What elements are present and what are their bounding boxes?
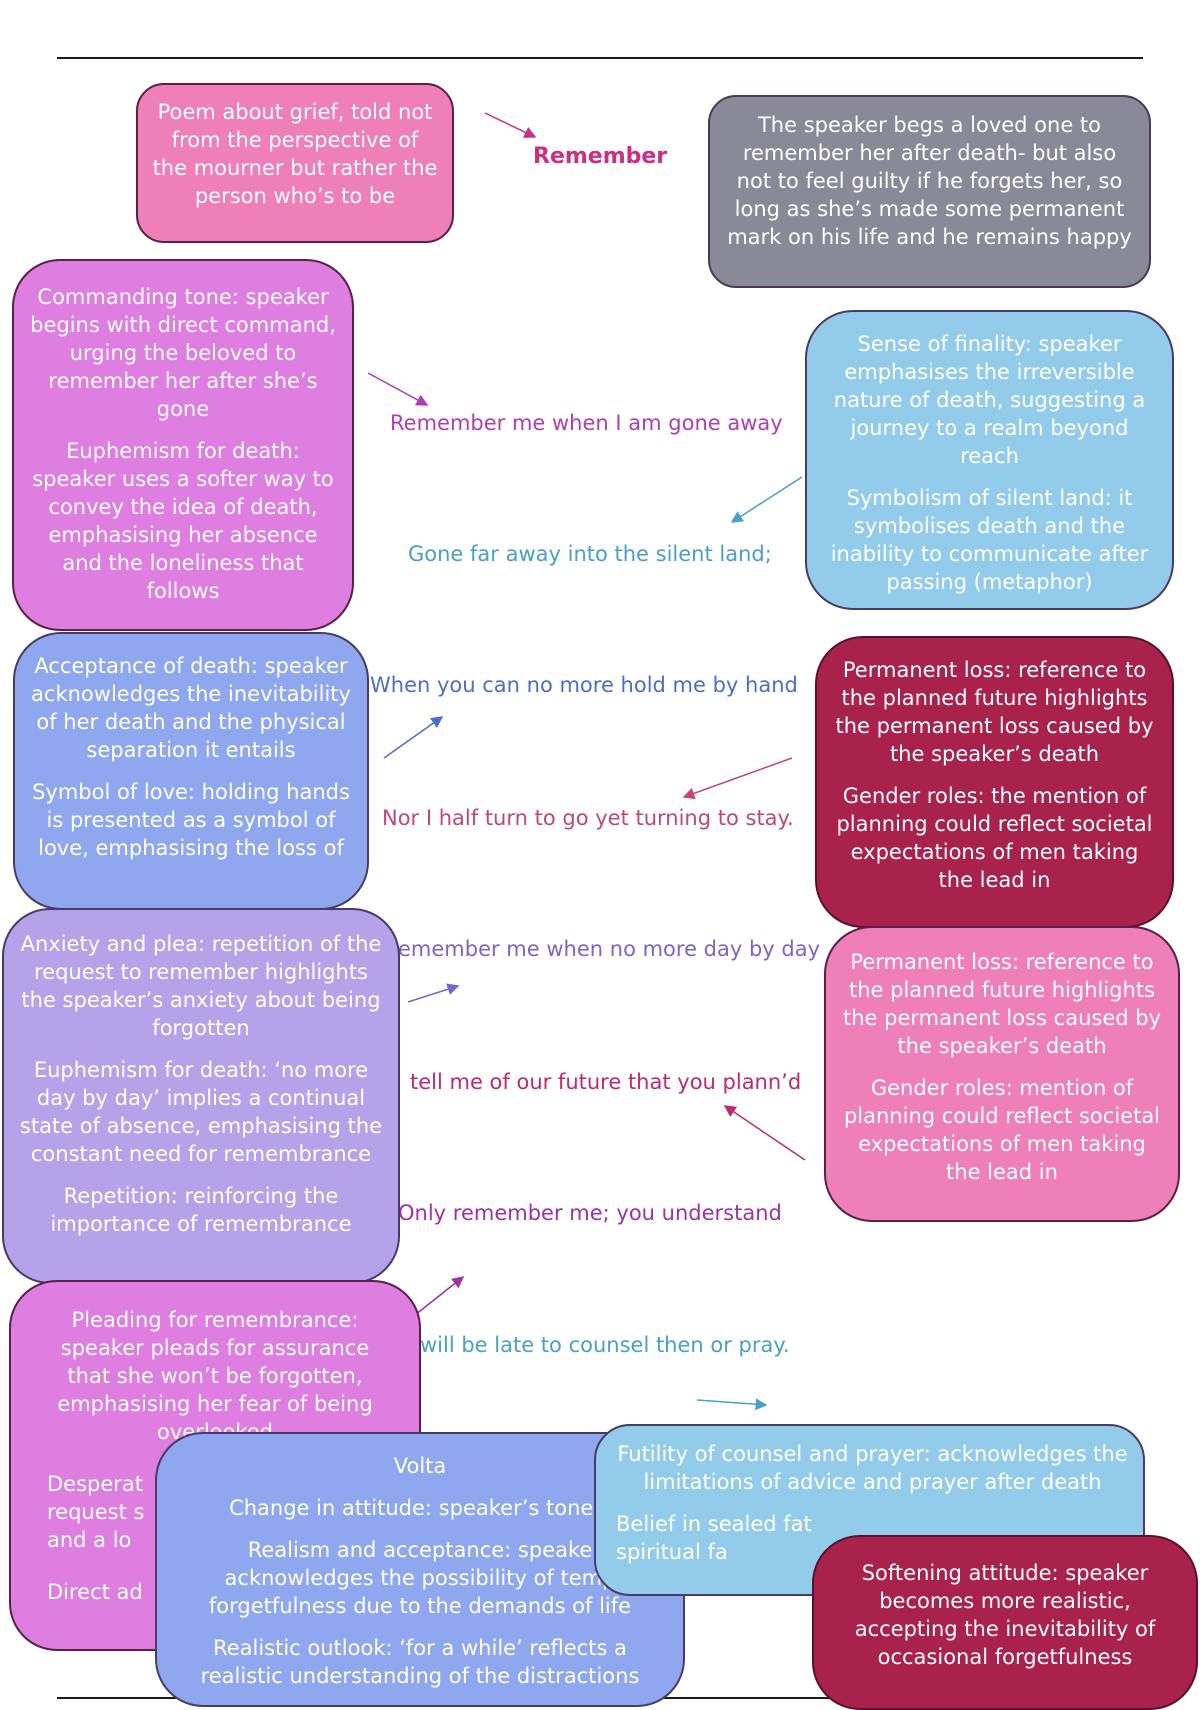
annotation-9-note-2: Belief in sealed fat spiritual fa (616, 1512, 812, 1564)
poem-line-8: will be late to counsel then or pray. (420, 1333, 790, 1357)
annotation-5-note-3: Repetition: reinforcing the importance o… (50, 1184, 352, 1236)
annotation-box-2: Sense of finality: speaker emphasises th… (805, 310, 1174, 610)
annotation-box-3: Acceptance of death: speaker acknowledge… (13, 632, 369, 910)
annotation-6-note-1: Permanent loss: reference to the planned… (842, 950, 1161, 1058)
volta-heading: Volta (393, 1454, 447, 1478)
annotation-1-note-2: Euphemism for death: speaker uses a soft… (32, 439, 334, 603)
annotation-box-6: Permanent loss: reference to the planned… (824, 926, 1180, 1222)
annotation-7-note-3: Direct ad (47, 1580, 143, 1604)
annotation-4-note-2: Gender roles: the mention of planning co… (836, 784, 1153, 892)
arrow-line8 (696, 1398, 768, 1411)
arrow-line3 (383, 716, 444, 759)
poem-line-2: Gone far away into the silent land; (408, 542, 772, 566)
poem-line-5: emember me when no more day by day (398, 937, 821, 961)
annotation-3-note-1: Acceptance of death: speaker acknowledge… (31, 654, 351, 762)
annotation-3-note-2: Symbol of love: holding hands is present… (32, 780, 350, 860)
annotation-2-note-2: Symbolism of silent land: it symbolises … (830, 486, 1149, 594)
annotation-8-note-1: Change in attitude: speaker’s tone s (229, 1496, 611, 1520)
poem-line-1: Remember me when I am gone away (390, 411, 783, 435)
annotation-10-note-1: Softening attitude: speaker becomes more… (854, 1561, 1156, 1669)
annotation-9-note-1: Futility of counsel and prayer: acknowle… (617, 1442, 1128, 1494)
context-text: Poem about grief, told not from the pers… (152, 100, 438, 208)
arrow-line5 (407, 983, 460, 1003)
annotation-6-note-2: Gender roles: mention of planning could … (843, 1076, 1161, 1184)
annotation-7-note-1: Pleading for remembrance: speaker pleads… (57, 1308, 373, 1444)
annotation-8-note-3: Realistic outlook: ‘for a while’ reflect… (200, 1636, 640, 1688)
poem-line-7: Only remember me; you understand (398, 1201, 782, 1225)
summary-box: The speaker begs a loved one to remember… (708, 95, 1151, 288)
context-box: Poem about grief, told not from the pers… (136, 83, 454, 243)
annotation-8-note-2: Realism and acceptance: speake acknowled… (208, 1538, 632, 1618)
arrow-line1 (367, 372, 429, 406)
poem-line-4: Nor I half turn to go yet turning to sta… (382, 806, 794, 830)
arrow-line7 (414, 1276, 465, 1316)
poem-line-6: tell me of our future that you plann’d (410, 1070, 802, 1094)
arrow-line6 (723, 1105, 806, 1161)
annotation-4-note-1: Permanent loss: reference to the planned… (835, 658, 1154, 766)
arrow-line2 (730, 476, 803, 523)
summary-text: The speaker begs a loved one to remember… (727, 113, 1132, 249)
annotation-box-10: Softening attitude: speaker becomes more… (812, 1535, 1198, 1710)
annotation-box-5: Anxiety and plea: repetition of the requ… (2, 908, 400, 1284)
annotation-1-note-1: Commanding tone: speaker begins with dir… (30, 285, 336, 421)
poem-title: Remember (533, 144, 668, 169)
arrow-title (484, 112, 537, 138)
annotation-5-note-2: Euphemism for death: ‘no more day by day… (19, 1058, 383, 1166)
annotation-2-note-1: Sense of finality: speaker emphasises th… (833, 332, 1146, 468)
annotation-7-note-2: Desperat request s and a lo (47, 1472, 145, 1552)
poem-line-3: When you can no more hold me by hand (370, 673, 798, 697)
annotation-5-note-1: Anxiety and plea: repetition of the requ… (20, 932, 382, 1040)
annotation-box-4: Permanent loss: reference to the planned… (815, 636, 1174, 928)
annotation-box-1: Commanding tone: speaker begins with dir… (12, 259, 354, 631)
top-rule (57, 57, 1143, 59)
arrow-line4 (682, 757, 793, 800)
